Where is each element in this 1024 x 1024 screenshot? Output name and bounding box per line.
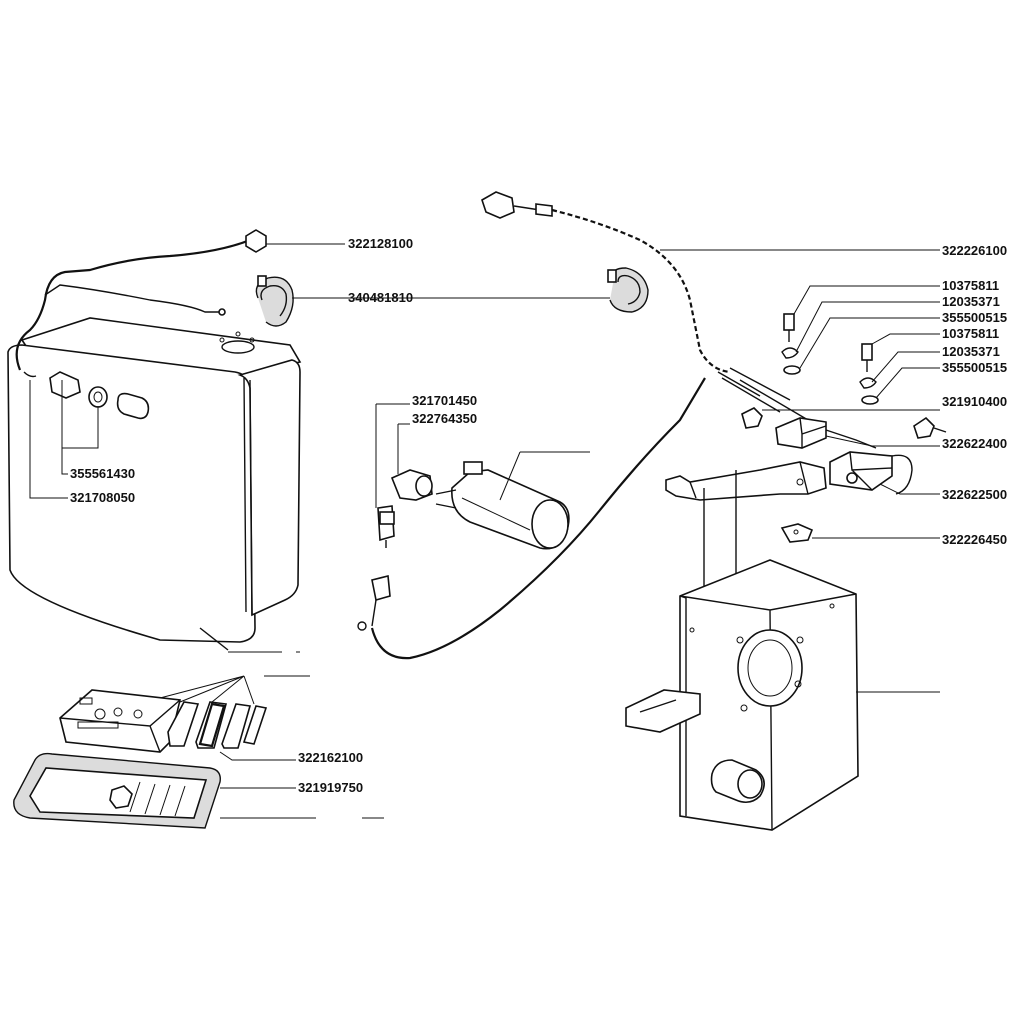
label-10375811-a: 10375811	[942, 278, 999, 293]
label-322764350: 322764350	[412, 411, 477, 426]
part-number-labels: 322128100 340481810 355561430 321708050 …	[70, 236, 1007, 795]
switch-panel	[13, 675, 268, 829]
label-321910400: 321910400	[942, 394, 1007, 409]
leader-lines	[29, 243, 940, 819]
label-355561430: 355561430	[70, 466, 135, 481]
small-plate	[780, 523, 814, 543]
label-321919750: 321919750	[298, 780, 363, 795]
fuel-pump	[435, 461, 570, 550]
wiring-harness	[481, 191, 809, 421]
label-322128100: 322128100	[348, 236, 413, 251]
label-322226100: 322226100	[942, 243, 1007, 258]
regulator	[829, 451, 913, 495]
grommet	[741, 407, 763, 429]
fastener-stack-b	[859, 343, 879, 405]
tank-sensor-wire	[15, 229, 267, 378]
hose-clamp-left	[255, 275, 294, 327]
pressure-switch	[377, 505, 395, 548]
label-322622500: 322622500	[942, 487, 1007, 502]
label-355500515-b: 355500515	[942, 360, 1007, 375]
label-12035371-b: 12035371	[942, 344, 1000, 359]
label-322226450: 322226450	[942, 532, 1007, 547]
fastener-stack-a	[781, 313, 801, 375]
hose-clamp-right	[607, 267, 649, 313]
elbow-fitting	[390, 469, 433, 501]
fuel-line	[357, 377, 706, 660]
label-322162100: 322162100	[298, 750, 363, 765]
label-10375811-b: 10375811	[942, 326, 999, 341]
label-321708050: 321708050	[70, 490, 135, 505]
mounting-plate	[625, 470, 859, 831]
label-321701450: 321701450	[412, 393, 477, 408]
label-322622400: 322622400	[942, 436, 1007, 451]
mounting-bracket	[665, 461, 827, 501]
label-340481810: 340481810	[348, 290, 413, 305]
label-355500515-a: 355500515	[942, 310, 1007, 325]
fuel-tank	[7, 317, 302, 651]
connector-plug	[913, 416, 947, 439]
label-12035371-a: 12035371	[942, 294, 1000, 309]
